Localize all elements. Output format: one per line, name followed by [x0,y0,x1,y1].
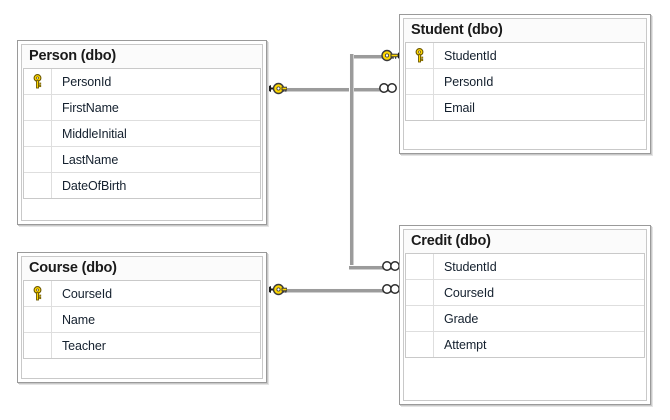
table-row[interactable]: PersonId [406,69,644,95]
table-row[interactable]: PersonId [24,69,260,95]
no-key-cell [406,95,434,120]
many-relationship-icon [378,81,401,100]
column-name: DateOfBirth [62,178,127,193]
table-row[interactable]: LastName [24,147,260,173]
relationship-line-segment [349,54,393,59]
table-student[interactable]: Student (dbo) StudentId [399,14,651,154]
primary-key-icon [24,69,52,94]
primary-key-icon [406,43,434,68]
relationship-line-segment [349,54,354,267]
table-row[interactable]: Name [24,307,260,333]
column-name: MiddleInitial [62,126,127,141]
table-empty-space [22,199,262,220]
column-name: CourseId [62,286,112,301]
table-empty-space [404,121,646,149]
column-name: CourseId [444,285,494,300]
table-row[interactable]: Attempt [406,332,644,358]
column-name: PersonId [62,74,112,89]
column-name: Email [444,100,475,115]
table-row[interactable]: CourseId [406,280,644,306]
table-row[interactable]: DateOfBirth [24,173,260,199]
no-key-cell [406,69,434,94]
no-key-cell [406,332,434,357]
table-credit[interactable]: Credit (dbo) StudentId CourseId Grade At… [399,225,651,405]
relationship-line-segment [282,87,390,92]
table-columns-person: PersonId FirstName MiddleInitial LastNam… [23,68,261,199]
relationship-line-segment [282,288,393,293]
table-columns-credit: StudentId CourseId Grade Attempt [405,253,645,358]
no-key-cell [24,121,52,146]
no-key-cell [24,147,52,172]
table-person[interactable]: Person (dbo) PersonId [17,40,267,225]
primary-key-icon [24,281,52,306]
table-row[interactable]: Email [406,95,644,121]
no-key-cell [24,307,52,332]
table-title-student: Student (dbo) [404,19,646,42]
table-title-course: Course (dbo) [22,257,262,280]
table-empty-space [404,358,646,400]
no-key-cell [406,254,434,279]
column-name: Attempt [444,337,487,352]
column-name: PersonId [444,74,494,89]
table-row[interactable]: FirstName [24,95,260,121]
table-row[interactable]: CourseId [24,281,260,307]
table-columns-student: StudentId PersonId Email [405,42,645,121]
no-key-cell [406,306,434,331]
column-name: FirstName [62,100,119,115]
table-row[interactable]: Grade [406,306,644,332]
column-name: StudentId [444,48,497,63]
table-row[interactable]: StudentId [406,254,644,280]
no-key-cell [24,173,52,198]
table-course[interactable]: Course (dbo) CourseId [17,252,267,383]
relationship-line-segment [349,265,393,270]
no-key-cell [406,280,434,305]
column-name: Name [62,312,95,327]
column-name: StudentId [444,259,497,274]
table-empty-space [22,359,262,378]
column-name: Teacher [62,338,106,353]
column-name: Grade [444,311,479,326]
table-row[interactable]: MiddleInitial [24,121,260,147]
no-key-cell [24,333,52,358]
no-key-cell [24,95,52,120]
table-columns-course: CourseId Name Teacher [23,280,261,359]
column-name: LastName [62,152,119,167]
table-title-person: Person (dbo) [22,45,262,68]
table-row[interactable]: Teacher [24,333,260,359]
table-title-credit: Credit (dbo) [404,230,646,253]
table-row[interactable]: StudentId [406,43,644,69]
